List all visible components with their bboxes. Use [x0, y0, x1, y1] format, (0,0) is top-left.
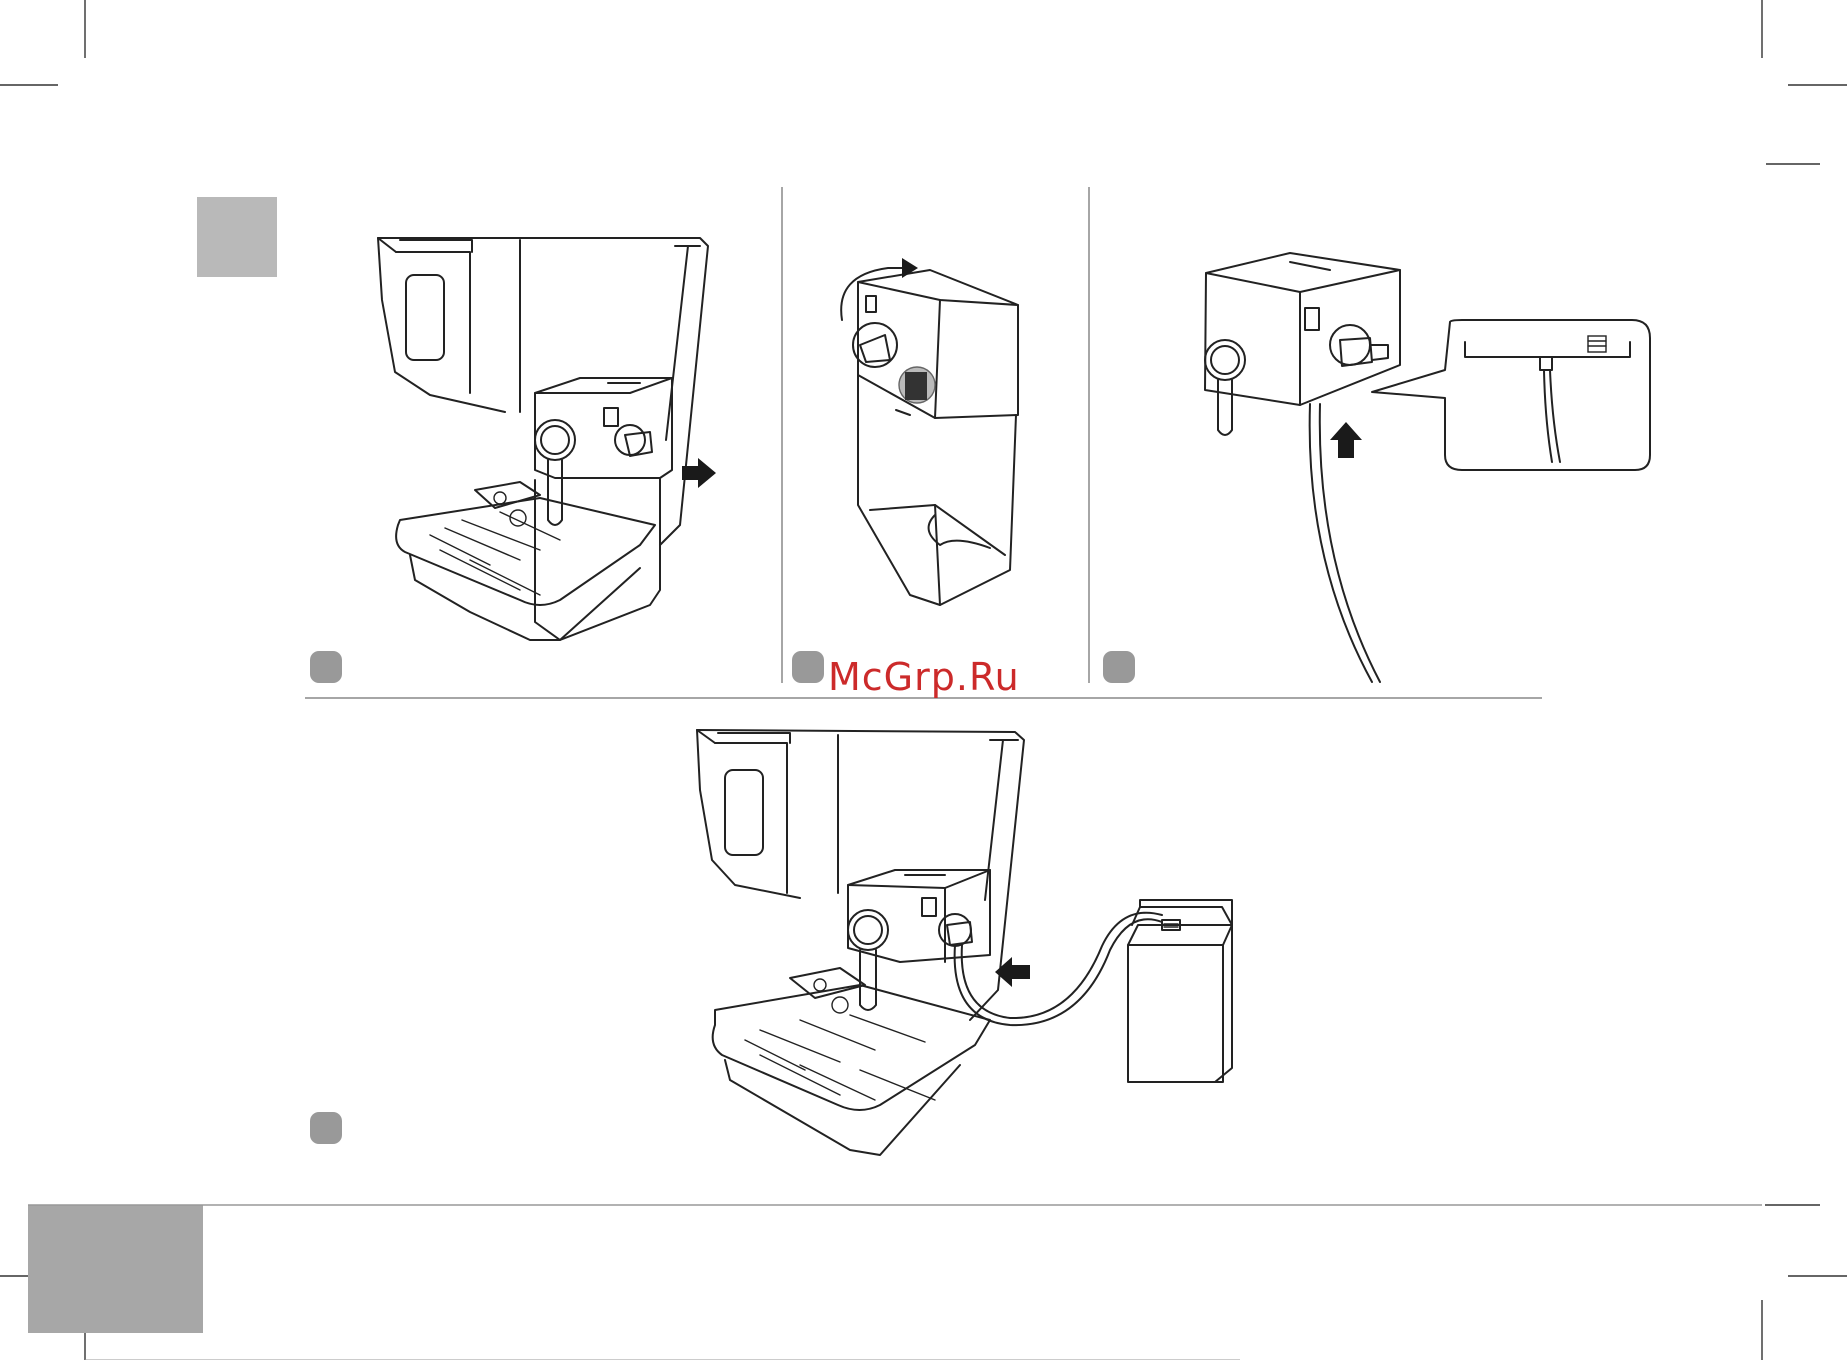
step-badge: [792, 651, 824, 683]
coffee-machine-connect-milk-carton-icon: [697, 730, 1232, 1155]
coffee-machine-remove-dispenser-icon: [378, 238, 716, 640]
push-up-arrow-icon: [1330, 422, 1362, 458]
section-tab: [197, 197, 277, 277]
watermark-text: McGrp.Ru: [828, 655, 1020, 699]
step-badge: [310, 1112, 342, 1144]
step-badge: [310, 651, 342, 683]
milk-tube-insert-icon: [1205, 253, 1650, 682]
milk-dispenser-rotate-icon: [841, 258, 1018, 605]
step-badge: [1103, 651, 1135, 683]
page-footer-tab: [28, 1205, 203, 1333]
